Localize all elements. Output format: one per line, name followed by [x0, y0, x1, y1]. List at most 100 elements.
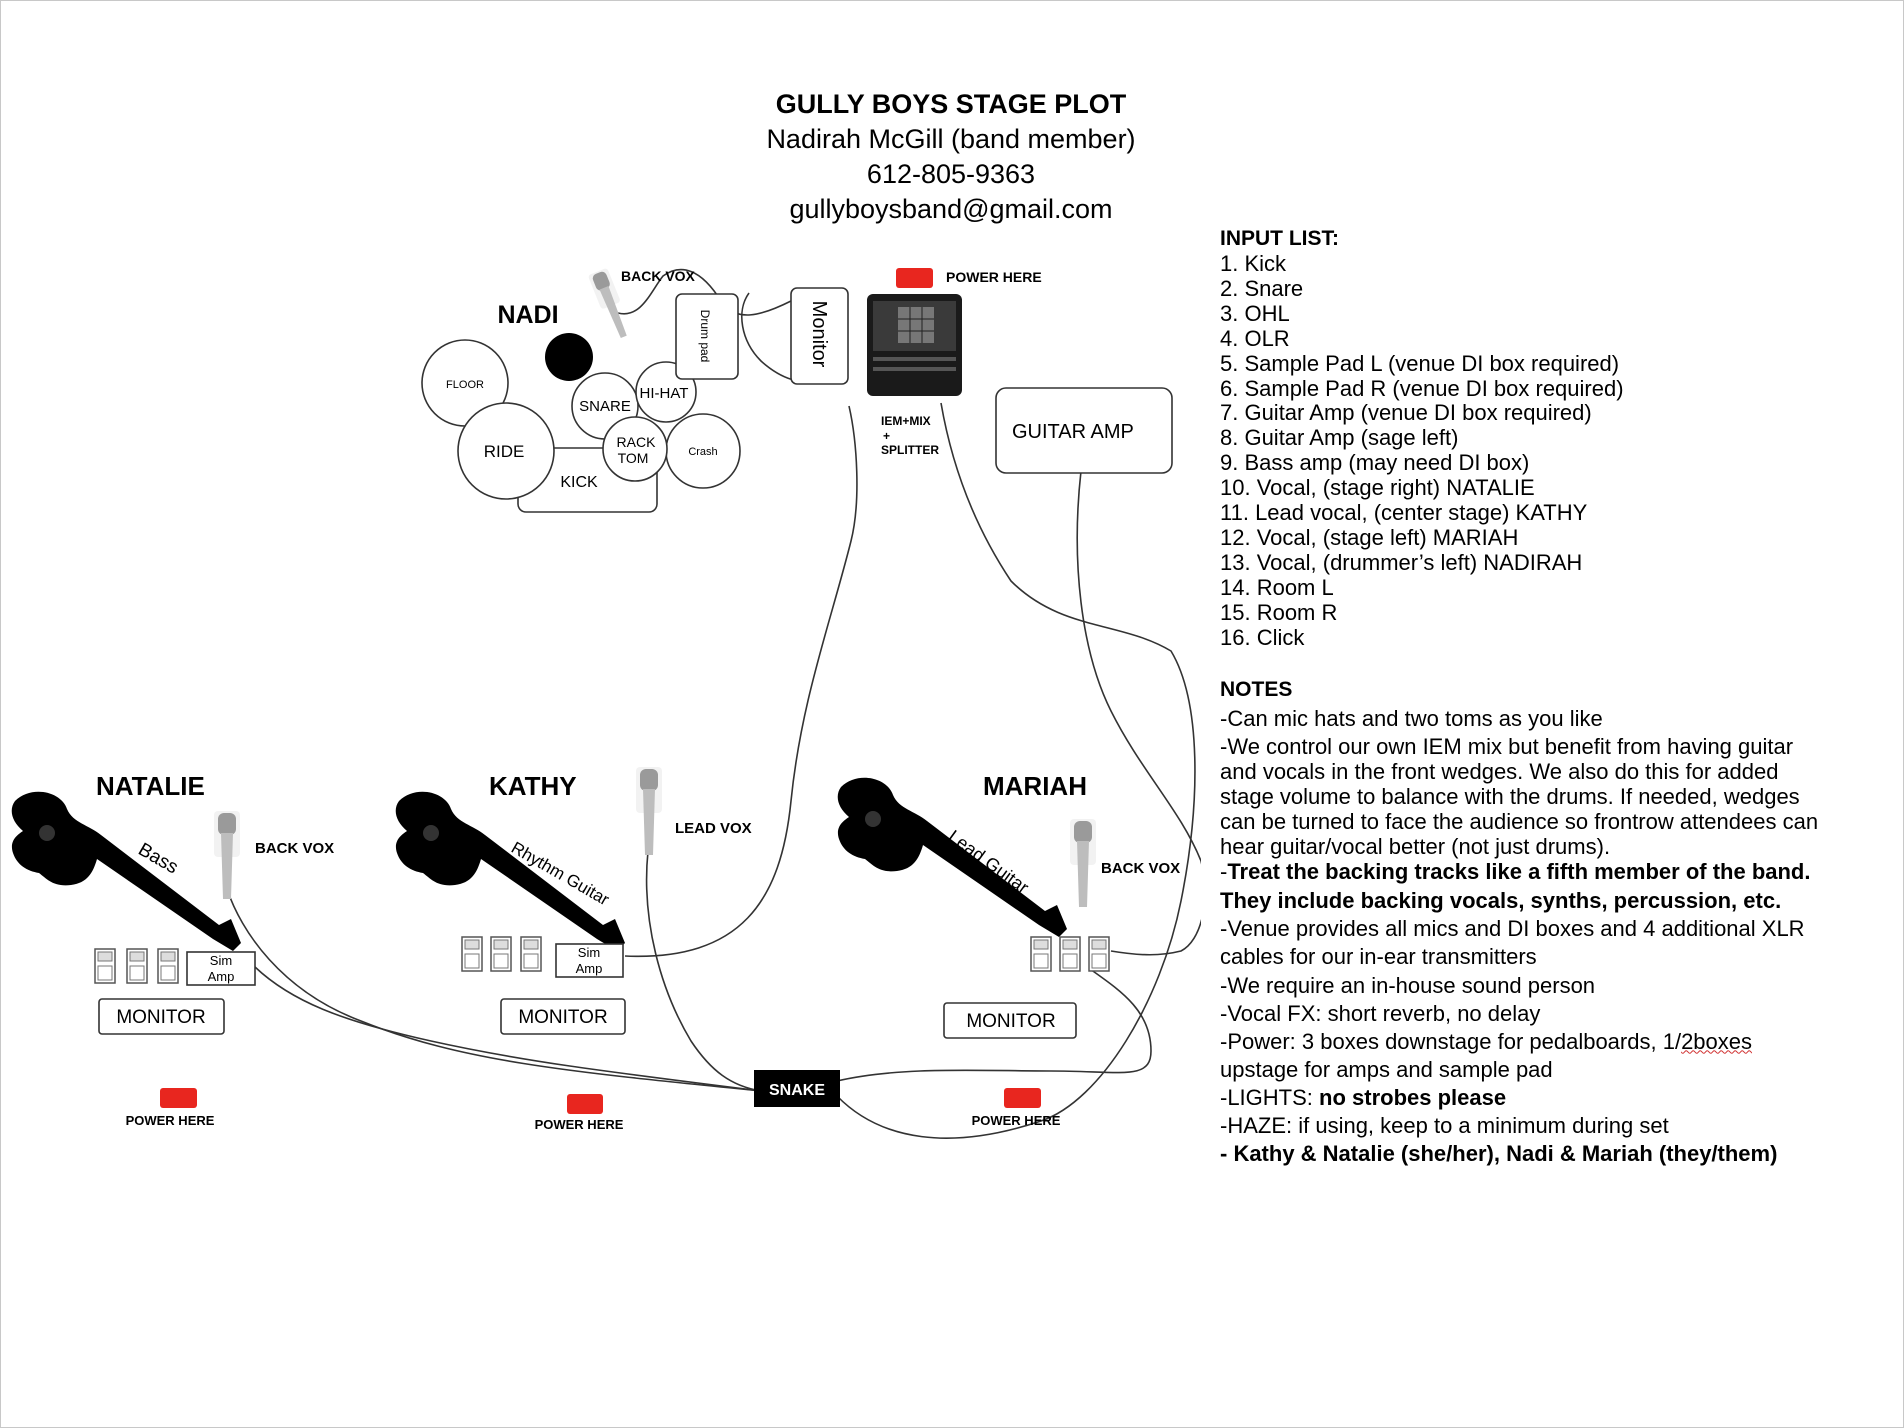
input-item: 6. Sample Pad R (venue DI box required)	[1220, 375, 1624, 401]
kathy-sim-amp	[555, 943, 624, 978]
power-box-natalie	[160, 1088, 197, 1108]
drum-pad-label: Drum pad	[698, 310, 712, 363]
ride-label: RIDE	[484, 442, 525, 461]
iem-label-2: +	[883, 429, 890, 443]
performer-name-kathy: KATHY	[489, 771, 577, 801]
rack-tom	[602, 416, 668, 482]
drum-monitor-label: Monitor	[808, 301, 830, 368]
notes-list: -Can mic hats and two toms as you like -…	[1220, 706, 1820, 1166]
mariah-pedal-icon	[1059, 936, 1081, 972]
mariah-monitor-label: MONITOR	[966, 1011, 1055, 1032]
mariah-mic-label: BACK VOX	[1101, 860, 1180, 877]
mariah-mic-icon	[1070, 819, 1096, 907]
note-dash: -	[1220, 858, 1228, 884]
power-box-upstage	[896, 268, 933, 288]
input-item: 13. Vocal, (drummer’s left) NADIRAH	[1220, 549, 1583, 575]
lead-guitar-icon	[837, 777, 1067, 937]
contact-phone: 612-805-9363	[866, 159, 1036, 189]
iem-label-3: SPLITTER	[881, 443, 939, 457]
notes-heading: NOTES	[1220, 677, 1293, 701]
note-line: -HAZE: if using, keep to a minimum durin…	[1220, 1112, 1669, 1138]
hihat-label: HI-HAT	[640, 385, 689, 402]
input-item: 15. Room R	[1220, 599, 1338, 625]
kathy-sim-amp-label-1: Sim	[578, 945, 600, 960]
note-line: cables for our in-ear transmitters	[1220, 943, 1537, 969]
note-bold: Treat the backing tracks like a fifth me…	[1227, 858, 1811, 884]
input-item: 8. Guitar Amp (sage left)	[1220, 425, 1459, 451]
iem-mixer-icon	[867, 294, 962, 396]
natalie-monitor-label: MONITOR	[116, 1007, 205, 1028]
input-item: 16. Click	[1220, 624, 1305, 650]
power-label-mariah: POWER HERE	[972, 1113, 1061, 1128]
input-item: 10. Vocal, (stage right) NATALIE	[1220, 475, 1535, 501]
note-line: They include backing vocals, synths, per…	[1220, 887, 1782, 913]
input-item: 3. OHL	[1220, 300, 1290, 326]
rack-tom-label-1: RACK	[617, 434, 657, 450]
natalie-mic-label: BACK VOX	[255, 840, 334, 857]
iem-label-1: IEM+MIX	[881, 414, 931, 428]
input-list-heading: INPUT LIST:	[1220, 227, 1339, 250]
natalie-sim-amp-label-2: Amp	[208, 969, 235, 984]
note-line: -We require an in-house sound person	[1220, 972, 1596, 998]
mariah-pedal-icon	[1088, 936, 1110, 972]
note-line: -We control our own IEM mix but benefit …	[1220, 733, 1794, 759]
performer-name-mariah: MARIAH	[983, 771, 1087, 801]
note-text: -Power: 3 boxes downstage for pedalboard…	[1220, 1028, 1682, 1054]
input-item: 1. Kick	[1220, 251, 1287, 276]
rack-tom-label-2: TOM	[618, 450, 649, 466]
kathy-mic-label: LEAD VOX	[675, 820, 752, 837]
note-line: upstage for amps and sample pad	[1220, 1056, 1553, 1082]
input-item: 2. Snare	[1220, 275, 1304, 301]
power-box-mariah	[1004, 1088, 1041, 1108]
natalie-sim-amp-label-1: Sim	[210, 953, 232, 968]
kathy-monitor-label: MONITOR	[518, 1007, 607, 1028]
stage-diagram-right: MARIAH Lead Guitar BACK VOX MONITOR POWE…	[837, 771, 1180, 1128]
input-item: 11. Lead vocal, (center stage) KATHY	[1220, 500, 1588, 526]
kathy-monitor	[500, 998, 626, 1035]
note-line: -Venue provides all mics and DI boxes an…	[1220, 915, 1805, 941]
snake-label: SNAKE	[769, 1082, 825, 1099]
kick-label: KICK	[560, 474, 598, 491]
note-line: -Power: 3 boxes downstage for pedalboard…	[1220, 1029, 1820, 1054]
power-box-kathy	[567, 1094, 603, 1114]
performer-name-natalie: NATALIE	[96, 771, 205, 801]
guitar-amp	[995, 387, 1173, 474]
plot-title: GULLY BOYS STAGE PLOT	[775, 89, 1127, 119]
input-list: 1. Kick 2. Snare 3. OHL 4. OLR 5. Sample…	[1220, 251, 1820, 651]
note-bold: no strobes please	[1319, 1084, 1507, 1110]
ride-cymbal	[457, 402, 555, 500]
note-text: -LIGHTS:	[1220, 1084, 1320, 1110]
note-line: -Can mic hats and two toms as you like	[1220, 705, 1603, 731]
note-line: - Kathy & Natalie (she/her), Nadi & Mari…	[1220, 1140, 1778, 1166]
input-item: 9. Bass amp (may need DI box)	[1220, 450, 1530, 476]
input-item: 7. Guitar Amp (venue DI box required)	[1220, 400, 1592, 426]
kathy-sim-amp-label-2: Amp	[576, 961, 603, 976]
note-line: stage volume to balance with the drums. …	[1220, 783, 1800, 809]
power-label-kathy: POWER HERE	[535, 1117, 624, 1132]
input-item: 12. Vocal, (stage left) MARIAH	[1220, 524, 1519, 550]
note-line: -LIGHTS: no strobes please	[1220, 1085, 1820, 1110]
mariah-pedal-icon	[1030, 936, 1052, 972]
input-item: 5. Sample Pad L (venue DI box required)	[1220, 350, 1620, 376]
drummer-mic-label: BACK VOX	[621, 268, 696, 284]
note-line: can be turned to face the audience so fr…	[1220, 808, 1819, 834]
guitar-amp-label: GUITAR AMP	[1012, 421, 1134, 443]
note-line: and vocals in the front wedges. We also …	[1220, 758, 1779, 784]
note-line: hear guitar/vocal better (not just drums…	[1220, 833, 1611, 859]
input-item: 4. OLR	[1220, 325, 1290, 351]
note-line: -Treat the backing tracks like a fifth m…	[1220, 859, 1820, 884]
right-column: INPUT LIST: 1. Kick 2. Snare 3. OHL 4. O…	[1220, 226, 1820, 1166]
snake-box	[754, 1070, 840, 1107]
power-label-upstage: POWER HERE	[946, 269, 1042, 285]
snare-label: SNARE	[579, 398, 631, 415]
note-spellcheck: 2boxes	[1681, 1028, 1753, 1054]
input-item: 14. Room L	[1220, 574, 1334, 600]
contact-name: Nadirah McGill (band member)	[766, 124, 1136, 154]
power-label-natalie: POWER HERE	[126, 1113, 215, 1128]
stage-diagram: NADI BACK VOX KICK FLOOR RIDE SNARE HI-H…	[11, 267, 1201, 1139]
drum-pad	[675, 293, 739, 380]
drummer-name: NADI	[497, 301, 558, 329]
contact-email: gullyboysband@gmail.com	[789, 194, 1113, 224]
drum-monitor	[790, 287, 849, 385]
